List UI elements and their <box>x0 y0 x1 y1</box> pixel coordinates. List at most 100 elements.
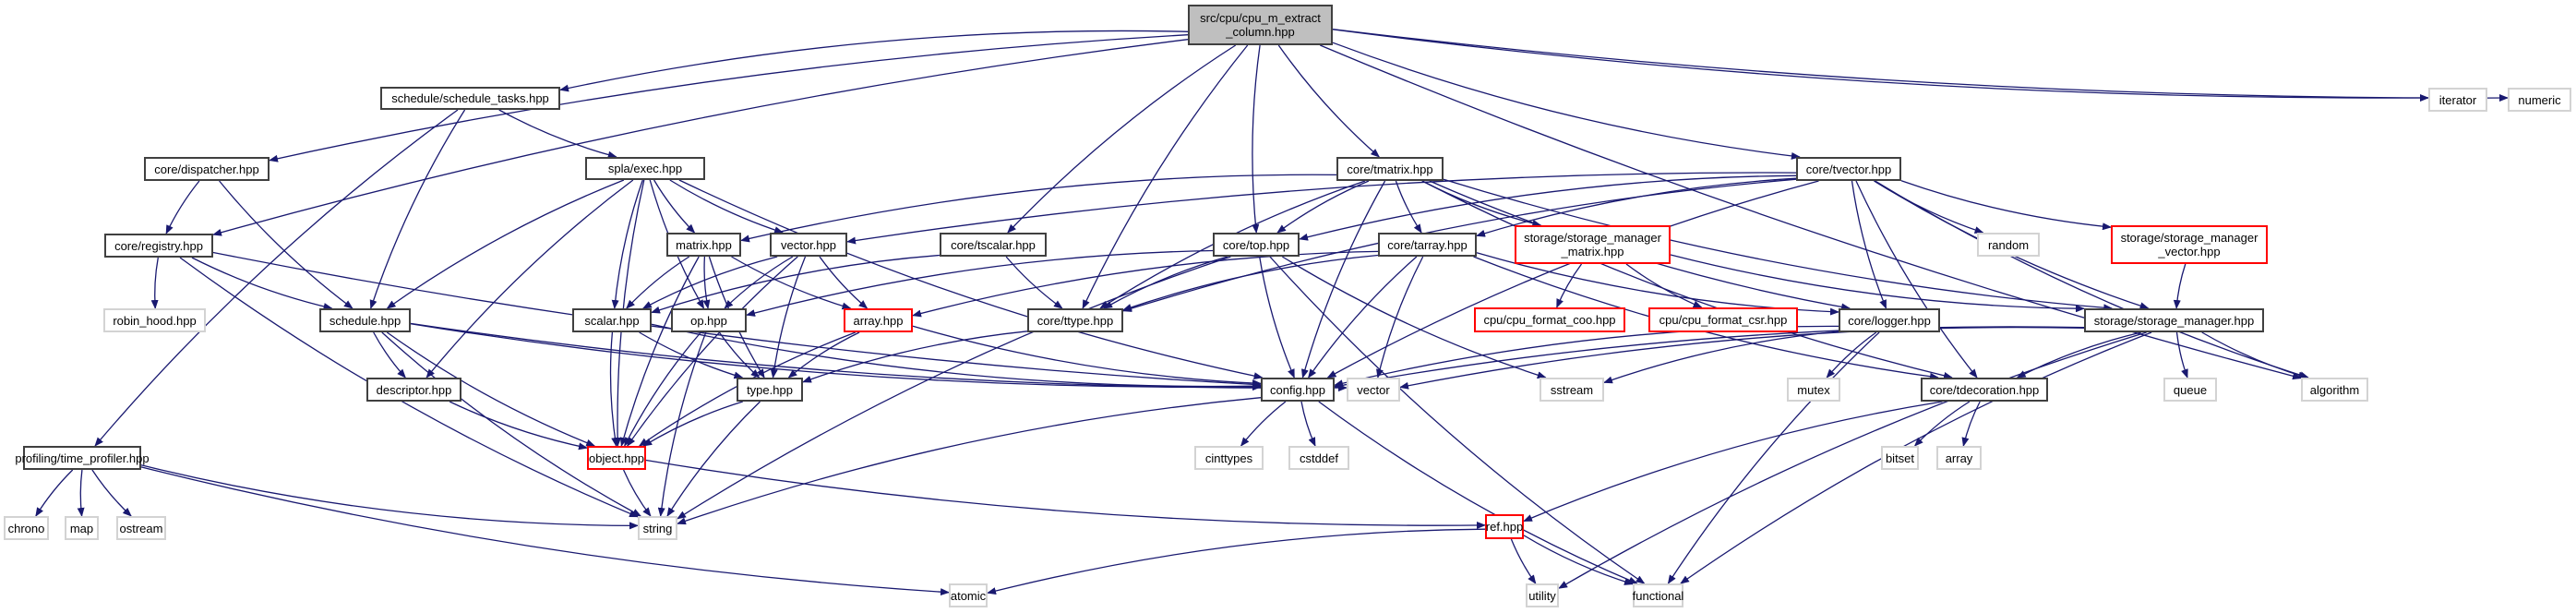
edge-exec-to-vector_h <box>669 179 785 234</box>
edge-sm_matrix-to-storage_manager <box>1670 254 2085 313</box>
edge-schedule_tasks-to-exec <box>498 109 617 159</box>
edge-scalar-to-type <box>639 331 744 379</box>
edge-vector_h-to-scalar <box>641 256 778 309</box>
edge-top-to-op <box>746 249 1214 317</box>
node-storage-manager[interactable]: storage/storage_manager.hpp <box>2084 308 2264 332</box>
edge-tvector-to-tdecoration <box>1855 180 1978 379</box>
node-string: string <box>638 516 677 540</box>
edge-tarray-to-ttype <box>1122 254 1379 311</box>
edge-root-to-tmatrix <box>1277 44 1381 158</box>
edge-top-to-config <box>1259 256 1295 379</box>
edge-matrix-to-op <box>702 256 711 309</box>
node-tdecoration[interactable]: core/tdecoration.hpp <box>1921 378 2048 402</box>
edge-config-to-cinttypes <box>1240 401 1287 447</box>
node-dispatcher[interactable]: core/dispatcher.hpp <box>144 157 270 181</box>
edge-tarray-to-config <box>1308 256 1418 379</box>
edge-root-to-dispatcher <box>269 34 1189 162</box>
edge-root-to-schedule_tasks <box>559 30 1189 92</box>
node-schedule[interactable]: schedule.hpp <box>319 308 411 332</box>
edge-vector_h-to-type <box>770 256 807 379</box>
node-descriptor[interactable]: descriptor.hpp <box>366 378 461 402</box>
edge-exec-to-schedule <box>386 179 625 309</box>
node-schedule-tasks[interactable]: schedule/schedule_tasks.hpp <box>380 87 560 110</box>
node-tarray[interactable]: core/tarray.hpp <box>1378 233 1477 257</box>
node-iterator: iterator <box>2428 88 2487 112</box>
edge-registry-to-config <box>212 251 1262 389</box>
node-tmatrix[interactable]: core/tmatrix.hpp <box>1336 157 1444 181</box>
node-robin-hood: robin_hood.hpp <box>103 308 206 332</box>
edge-object-to-ref <box>645 459 1486 529</box>
edge-tdecoration-to-ref <box>1523 401 1943 523</box>
edge-storage_manager-to-queue <box>2175 331 2188 379</box>
edge-top-to-string <box>677 256 1231 520</box>
node-root-file[interactable]: src/cpu/cpu_m_extract _column.hpp <box>1188 5 1333 45</box>
node-matrix[interactable]: matrix.hpp <box>666 233 741 257</box>
node-bitset: bitset <box>1881 446 1919 470</box>
edge-exec-to-config <box>678 179 1264 380</box>
edge-matrix-to-array_h <box>731 256 852 310</box>
edge-top-to-functional <box>1269 256 1646 584</box>
node-config[interactable]: config.hpp <box>1261 378 1335 402</box>
node-op[interactable]: op.hpp <box>671 308 747 332</box>
node-vector-hpp[interactable]: vector.hpp <box>770 233 847 257</box>
edge-config-to-cstddef <box>1300 401 1316 447</box>
node-registry[interactable]: core/registry.hpp <box>104 234 213 258</box>
node-exec[interactable]: spla/exec.hpp <box>585 157 705 180</box>
edge-schedule-to-object <box>386 331 596 447</box>
edge-tarray-to-vector_std <box>1376 256 1424 379</box>
edge-type-to-object <box>642 401 743 447</box>
node-ref: ref.hpp <box>1485 514 1524 539</box>
edge-tmatrix-to-matrix <box>740 174 1337 243</box>
edge-storage_manager-to-vector_std <box>1399 326 2085 390</box>
edge-array_h-to-config <box>912 325 1262 387</box>
node-top[interactable]: core/top.hpp <box>1213 233 1300 257</box>
edge-sm_matrix-to-coo <box>1556 263 1583 308</box>
edge-matrix-to-scalar <box>626 256 690 309</box>
edge-vector_h-to-object <box>627 256 798 447</box>
node-logger[interactable]: core/logger.hpp <box>1839 308 1940 332</box>
edge-object-to-string <box>623 469 652 517</box>
edge-config-to-string <box>677 397 1262 525</box>
node-ostream: ostream <box>116 516 166 540</box>
edge-ttype-to-type <box>802 331 1028 383</box>
edge-exec-to-matrix <box>653 179 696 234</box>
edge-tmatrix-to-storage_manager <box>1443 178 2114 312</box>
edge-schedule-to-config <box>410 323 1262 391</box>
edge-tvector-to-random <box>1874 180 1984 234</box>
edge-time_profiler-to-map <box>77 469 85 517</box>
edge-config-to-functional <box>1318 401 1638 584</box>
edge-sm_matrix-to-csr <box>1625 263 1703 308</box>
edge-exec-to-descriptor <box>425 179 634 379</box>
edge-schedule-to-descriptor <box>373 331 406 379</box>
node-tscalar[interactable]: core/tscalar.hpp <box>940 233 1047 257</box>
node-vector-std: vector <box>1347 378 1400 402</box>
node-map: map <box>65 516 99 540</box>
edge-time_profiler-to-atomic <box>140 466 950 596</box>
edge-root-to-tvector <box>1332 42 1801 160</box>
node-type[interactable]: type.hpp <box>737 378 803 402</box>
node-cinttypes: cinttypes <box>1194 446 1264 470</box>
node-time-profiler[interactable]: profiling/time_profiler.hpp <box>15 446 150 470</box>
node-cpu-format-csr: cpu/cpu_format_csr.hpp <box>1648 307 1798 332</box>
edge-type-to-string <box>666 401 761 517</box>
node-cstddef: cstddef <box>1288 446 1349 470</box>
edge-sm_vector-to-storage_manager <box>2173 263 2187 309</box>
node-numeric: numeric <box>2508 88 2571 112</box>
edge-registry-to-schedule <box>191 257 333 310</box>
edge-time_profiler-to-string <box>140 464 639 530</box>
edge-root-to-numeric <box>1332 28 2509 102</box>
edge-matrix-to-object <box>619 256 700 447</box>
edge-tvector-to-logger <box>1851 180 1887 309</box>
edge-op-to-string <box>657 331 707 517</box>
node-tvector[interactable]: core/tvector.hpp <box>1796 157 1901 181</box>
node-scalar[interactable]: scalar.hpp <box>572 308 652 332</box>
edge-descriptor-to-object <box>449 401 588 451</box>
edge-dispatcher-to-registry <box>165 180 200 234</box>
edge-op-to-object <box>624 331 701 447</box>
edge-ref-to-utility <box>1510 538 1537 584</box>
edge-root-to-algorithm <box>1320 44 2302 380</box>
node-ttype[interactable]: core/ttype.hpp <box>1027 308 1123 332</box>
edge-root-to-ttype <box>1082 44 1249 309</box>
edge-exec-to-scalar <box>611 179 643 309</box>
